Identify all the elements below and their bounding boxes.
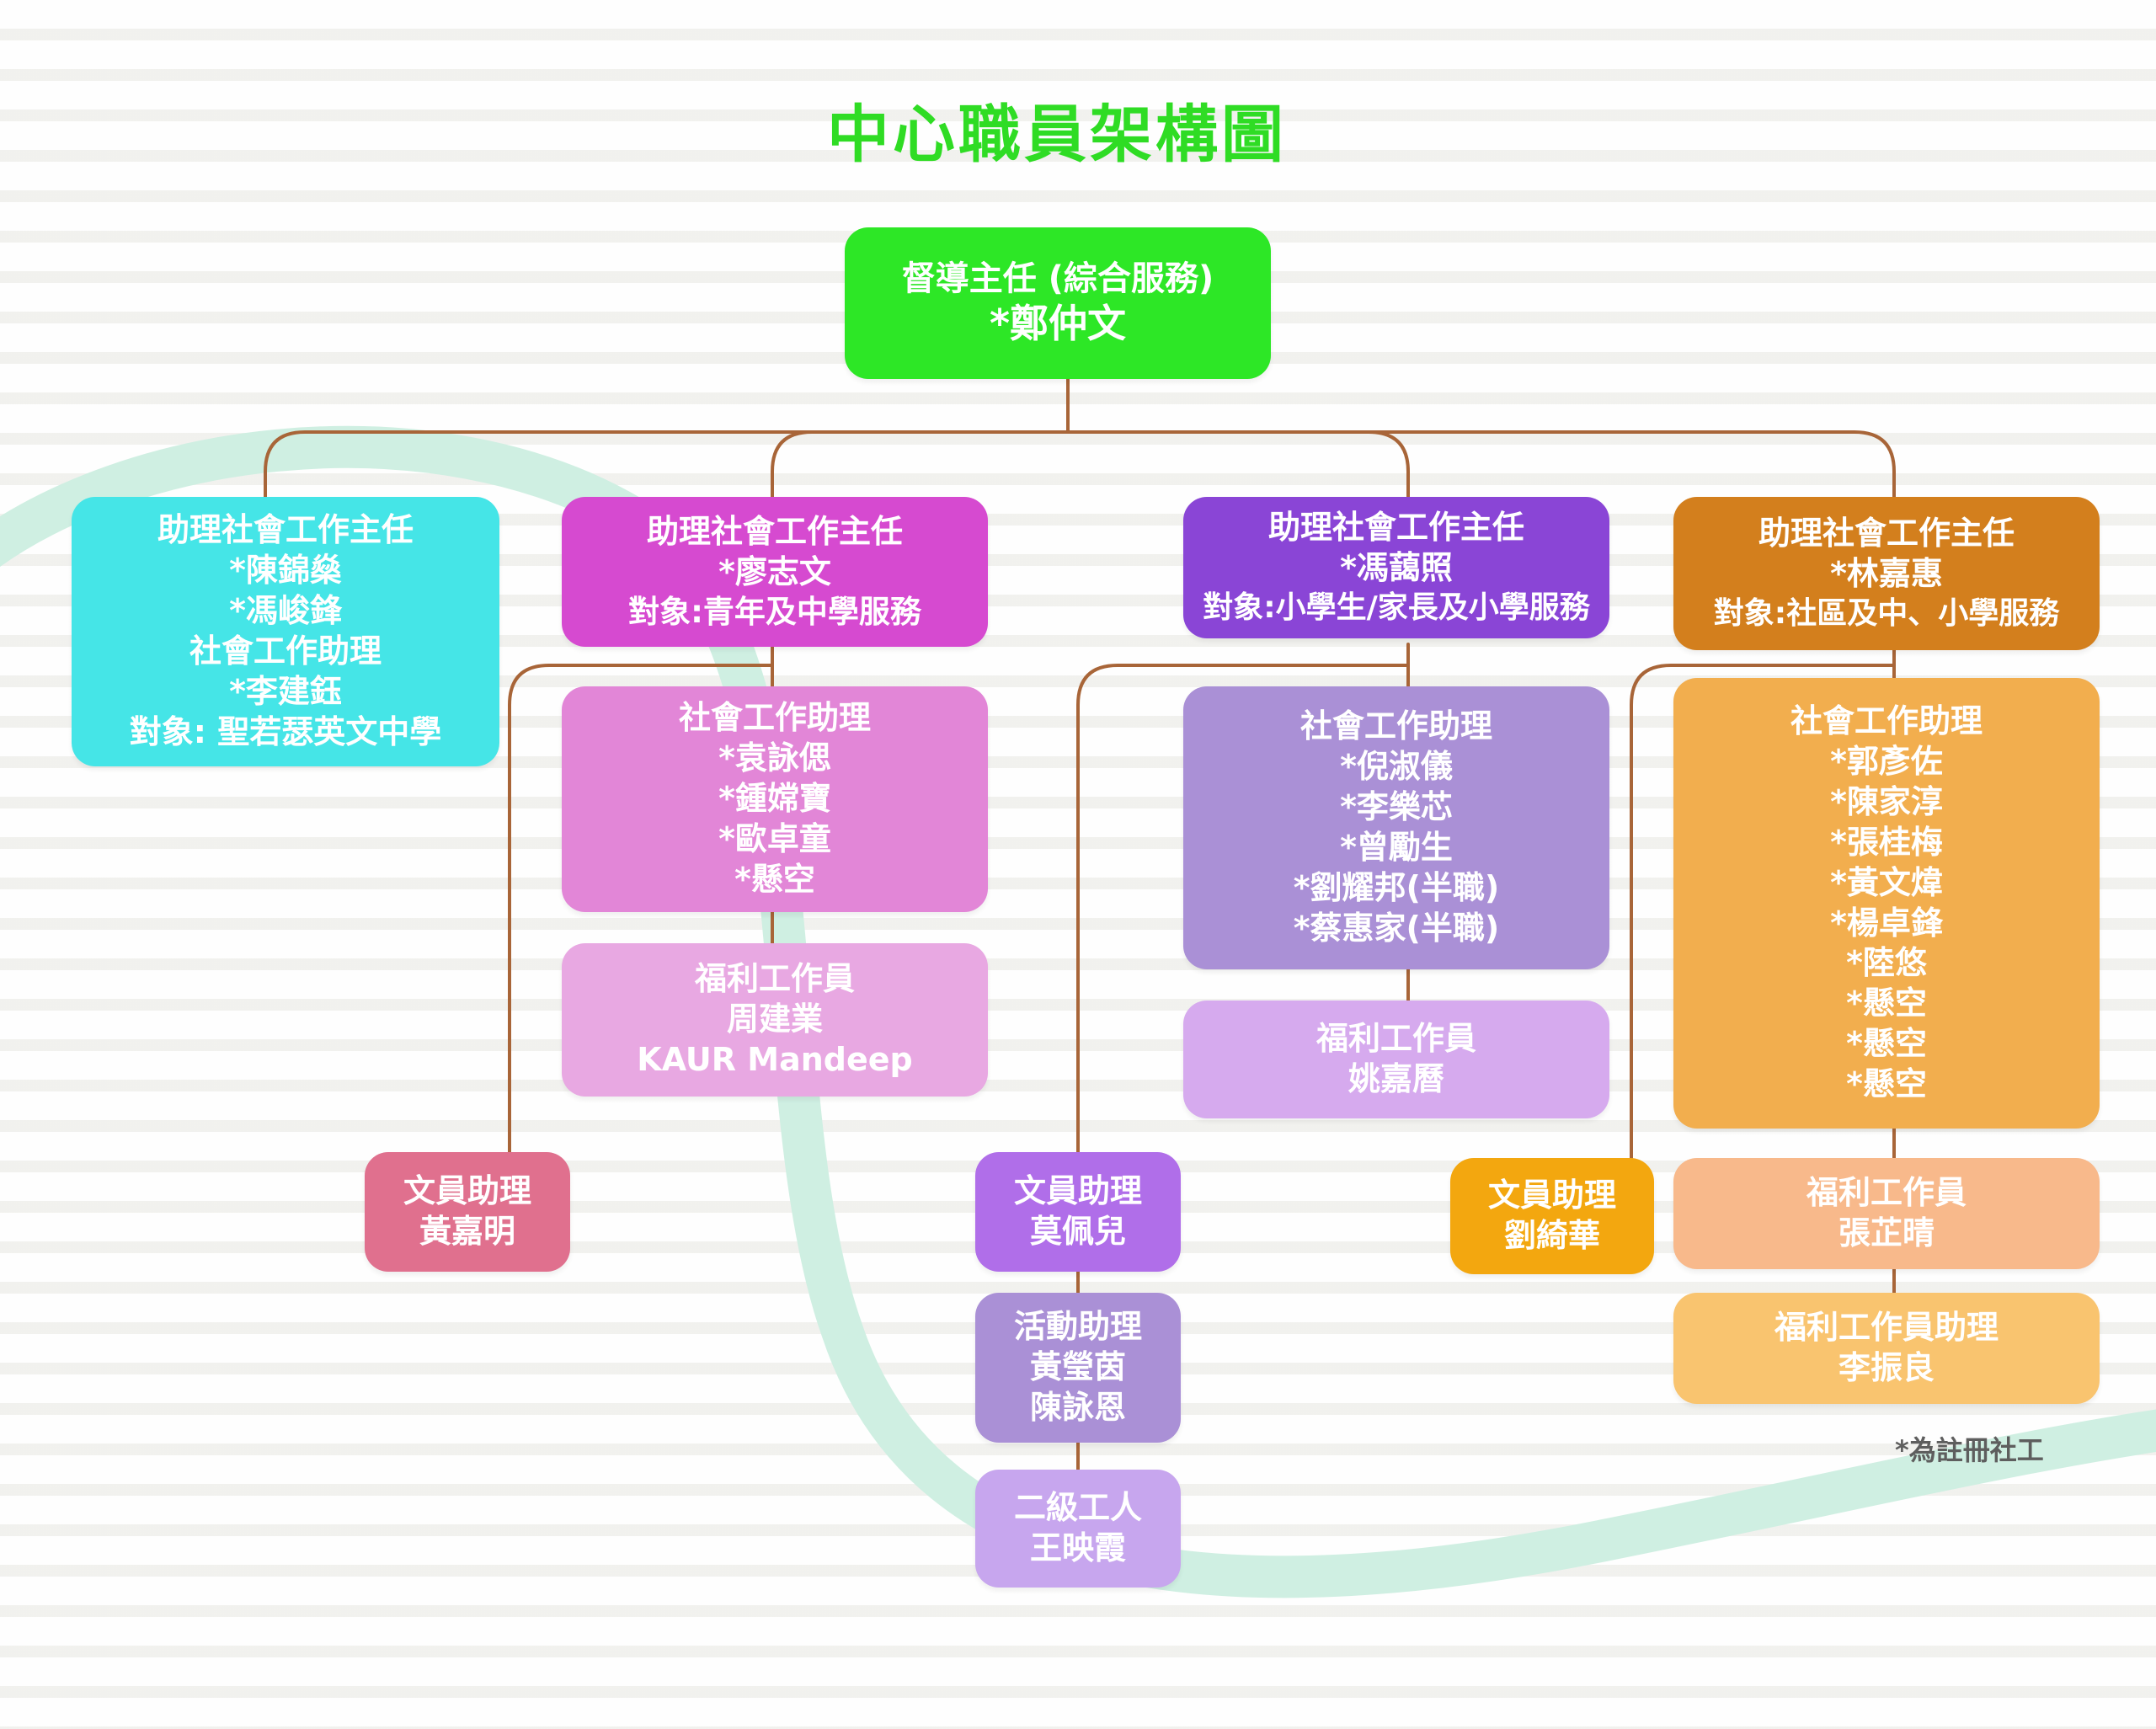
col3-workman-box: 二級工人 王映霞 — [975, 1470, 1181, 1588]
col4-welfare-worker-box: 福利工作員 張芷晴 — [1673, 1158, 2100, 1269]
col3-sw-line: *蔡惠家(半職) — [1293, 909, 1500, 947]
supervisor-name: *鄭仲文 — [989, 301, 1127, 347]
col1-head-line: 助理社會工作主任 — [157, 511, 414, 549]
col1-head-box: 助理社會工作主任 *陳錦燊 *馮峻鋒 社會工作助理 *李建鈺 對象: 聖若瑟英文… — [72, 497, 499, 766]
col2-sw-line: *歐卓童 — [718, 819, 831, 857]
col2-head-line: 對象:青年及中學服務 — [628, 593, 921, 630]
col1-head-line: *李建鈺 — [229, 672, 342, 710]
col4-clerk-line: 劉綺華 — [1503, 1217, 1600, 1254]
col4-sw-line: *張桂梅 — [1830, 823, 1943, 861]
col3-social-work-assistant-box: 社會工作助理 *倪淑儀 *李樂芯 *曾勵生 *劉耀邦(半職) *蔡惠家(半職) — [1183, 686, 1609, 969]
col4-head-line: 助理社會工作主任 — [1758, 515, 2015, 552]
col3-head-line: *馮藹照 — [1340, 549, 1453, 587]
col4-head-line: *林嘉惠 — [1830, 555, 1943, 593]
col4-sw-line: *黃文煒 — [1830, 863, 1943, 901]
col3-clerk-line: 莫佩兒 — [1029, 1213, 1126, 1250]
col4-sw-line: *郭彥佐 — [1830, 743, 1943, 780]
connector-col4-clerk — [1630, 664, 1896, 1160]
col3-sw-line: *李樂芯 — [1340, 788, 1453, 826]
connector-col2-clerk — [508, 664, 774, 1155]
col3-activity-line: 黃瑩茵 — [1029, 1348, 1126, 1386]
col1-head-line: 對象: 聖若瑟英文中學 — [129, 712, 442, 750]
col3-activity-line: 陳詠恩 — [1029, 1388, 1126, 1426]
col1-head-line: *馮峻鋒 — [229, 592, 342, 630]
col4-sw-line: *懸空 — [1846, 1025, 1927, 1063]
col2-clerk-line: 黃嘉明 — [419, 1213, 515, 1250]
col2-welfare-line: KAUR Mandeep — [637, 1040, 913, 1078]
col3-clerk-box: 文員助理 莫佩兒 — [975, 1152, 1181, 1272]
col4-sw-line: *楊卓鋒 — [1830, 904, 1943, 942]
col3-head-line: 助理社會工作主任 — [1267, 509, 1524, 547]
col2-sw-line: *袁詠偲 — [718, 739, 831, 777]
col2-social-work-assistant-box: 社會工作助理 *袁詠偲 *鍾嫦寶 *歐卓童 *懸空 — [562, 686, 988, 912]
col1-head-line: 社會工作助理 — [189, 632, 382, 670]
col4-sw-line: 社會工作助理 — [1790, 702, 1983, 740]
col2-head-box: 助理社會工作主任 *廖志文 對象:青年及中學服務 — [562, 497, 988, 647]
col3-activity-assistant-box: 活動助理 黃瑩茵 陳詠恩 — [975, 1293, 1181, 1443]
supervisor-box: 督導主任 (綜合服務) *鄭仲文 — [845, 227, 1271, 379]
col4-social-work-assistant-box: 社會工作助理 *郭彥佐 *陳家淳 *張桂梅 *黃文煒 *楊卓鋒 *陸悠 *懸空 … — [1673, 678, 2100, 1129]
col3-worker-line: 王映霞 — [1029, 1529, 1126, 1566]
registered-social-worker-note: *為註冊社工 — [1895, 1434, 2044, 1466]
connector-col2-drop — [771, 430, 814, 500]
col3-welfare-line: 福利工作員 — [1315, 1020, 1476, 1058]
col2-head-line: 助理社會工作主任 — [646, 512, 903, 550]
col3-sw-line: *倪淑儀 — [1340, 748, 1453, 786]
col3-clerk-line: 文員助理 — [1013, 1172, 1142, 1210]
col1-head-line: *陳錦燊 — [229, 552, 342, 590]
col4-welfare-line: 福利工作員 — [1806, 1174, 1967, 1212]
col3-sw-line: 社會工作助理 — [1299, 707, 1492, 745]
col4-sw-line: *懸空 — [1846, 1065, 1927, 1102]
col4-sw-line: *懸空 — [1846, 985, 1927, 1022]
col2-sw-line: *鍾嫦寶 — [718, 780, 831, 818]
col2-sw-line: *懸空 — [734, 860, 815, 898]
col4-clerk-box: 文員助理 劉綺華 — [1450, 1158, 1654, 1274]
col3-sw-line: *劉耀邦(半職) — [1293, 868, 1500, 906]
col4-welfare-line: 張芷晴 — [1838, 1214, 1935, 1251]
col4-sw-line: *陸悠 — [1846, 944, 1927, 982]
col3-head-line: 對象:小學生/家長及小學服務 — [1203, 590, 1590, 626]
col4-head-line: 對象:社區及中、小學服務 — [1713, 596, 2060, 632]
col4-welfare-asst-line: 福利工作員助理 — [1774, 1309, 1999, 1347]
connector-col3-drop — [1367, 430, 1410, 500]
col3-welfare-worker-box: 福利工作員 姚嘉曆 — [1183, 1001, 1609, 1118]
col2-welfare-line: 福利工作員 — [694, 960, 855, 998]
col4-welfare-asst-line: 李振良 — [1838, 1349, 1935, 1386]
col3-sw-line: *曾勵生 — [1340, 829, 1453, 866]
page-title: 中心職員架構圖 — [827, 99, 1287, 171]
col4-sw-line: *陳家淳 — [1830, 782, 1943, 820]
col4-clerk-line: 文員助理 — [1487, 1177, 1616, 1214]
connector-top-bus — [264, 430, 1896, 500]
col3-worker-line: 二級工人 — [1013, 1489, 1142, 1527]
swoosh-path — [0, 425, 2156, 1598]
col2-welfare-worker-box: 福利工作員 周建業 KAUR Mandeep — [562, 943, 988, 1097]
col3-welfare-line: 姚嘉曆 — [1348, 1060, 1444, 1097]
col2-clerk-line: 文員助理 — [403, 1172, 531, 1210]
supervisor-title: 督導主任 (綜合服務) — [901, 259, 1214, 298]
col2-clerk-box: 文員助理 黃嘉明 — [365, 1152, 570, 1272]
connector-col3-clerk — [1076, 664, 1410, 1160]
col2-head-line: *廖志文 — [718, 552, 831, 590]
col4-head-box: 助理社會工作主任 *林嘉惠 對象:社區及中、小學服務 — [1673, 497, 2100, 650]
col3-activity-line: 活動助理 — [1013, 1308, 1142, 1346]
col3-head-box: 助理社會工作主任 *馮藹照 對象:小學生/家長及小學服務 — [1183, 497, 1609, 638]
col2-sw-line: 社會工作助理 — [678, 699, 871, 737]
col2-welfare-line: 周建業 — [726, 1001, 823, 1038]
col4-welfare-assistant-box: 福利工作員助理 李振良 — [1673, 1293, 2100, 1404]
